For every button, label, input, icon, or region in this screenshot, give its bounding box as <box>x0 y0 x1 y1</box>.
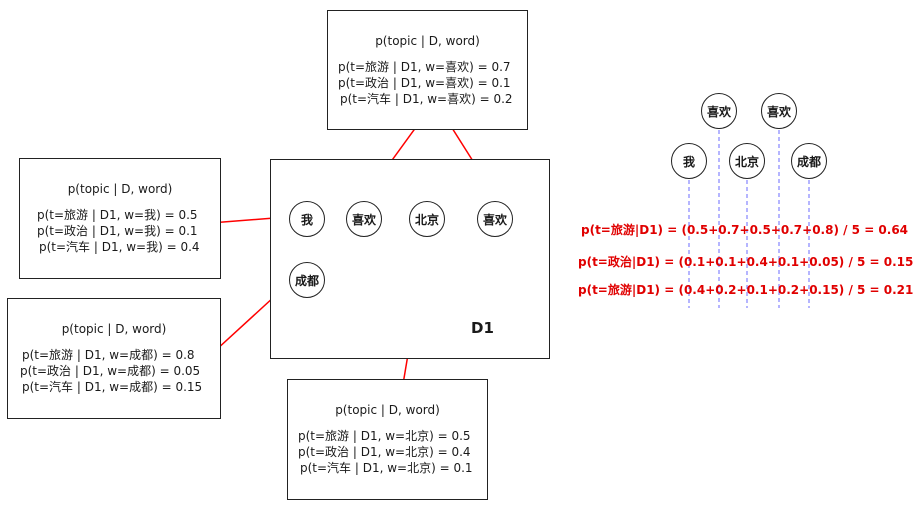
prob-line: p(t=汽车 | D1, w=喜欢) = 0.2 <box>340 92 513 106</box>
prob-line: p(t=旅游 | D1, w=成都) = 0.8 <box>22 348 195 362</box>
prob-line: p(t=政治 | D1, w=喜欢) = 0.1 <box>338 76 511 90</box>
formula-1: p(t=旅游|D1) = (0.5+0.7+0.5+0.7+0.8) / 5 =… <box>581 223 909 237</box>
box-title: p(topic | D, word) <box>61 322 167 336</box>
word-node-beijing: 北京 <box>409 201 445 237</box>
word-node-chengdu: 成都 <box>289 262 325 298</box>
right-node-chengdu: 成都 <box>791 143 827 179</box>
box-title: p(topic | D, word) <box>67 182 173 196</box>
box-title: p(topic | D, word) <box>335 403 440 417</box>
document-box <box>270 159 550 359</box>
prob-line: p(t=政治 | D1, w=成都) = 0.05 <box>20 364 201 378</box>
word-node-wo: 我 <box>289 201 325 237</box>
formula-3: p(t=旅游|D1) = (0.4+0.2+0.1+0.2+0.15) / 5 … <box>578 283 913 297</box>
prob-line: p(t=旅游 | D1, w=北京) = 0.5 <box>298 429 471 443</box>
right-node-wo: 我 <box>671 143 707 179</box>
word-node-xihuan-2: 喜欢 <box>477 201 513 237</box>
prob-line: p(t=旅游 | D1, w=喜欢) = 0.7 <box>338 60 511 74</box>
box-title: p(topic | D, word) <box>375 34 480 48</box>
right-node-xihuan-2: 喜欢 <box>761 93 797 129</box>
right-node-beijing: 北京 <box>729 143 765 179</box>
word-node-xihuan-1: 喜欢 <box>346 201 382 237</box>
prob-line: p(t=汽车 | D1, w=北京) = 0.1 <box>300 461 473 475</box>
prob-line: p(t=旅游 | D1, w=我) = 0.5 <box>37 208 198 222</box>
topic-box-xihuan: p(topic | D, word) p(t=旅游 | D1, w=喜欢) = … <box>327 10 528 130</box>
topic-box-beijing: p(topic | D, word) p(t=旅游 | D1, w=北京) = … <box>287 379 488 500</box>
right-node-xihuan-1: 喜欢 <box>701 93 737 129</box>
prob-line: p(t=汽车 | D1, w=我) = 0.4 <box>39 240 200 254</box>
document-label: D1 <box>471 319 494 337</box>
prob-line: p(t=汽车 | D1, w=成都) = 0.15 <box>22 380 203 394</box>
prob-line: p(t=政治 | D1, w=北京) = 0.4 <box>298 445 471 459</box>
formula-2: p(t=政治|D1) = (0.1+0.1+0.4+0.1+0.05) / 5 … <box>578 255 913 269</box>
topic-box-wo: p(topic | D, word) p(t=旅游 | D1, w=我) = 0… <box>19 158 221 279</box>
prob-line: p(t=政治 | D1, w=我) = 0.1 <box>37 224 198 238</box>
topic-box-chengdu: p(topic | D, word) p(t=旅游 | D1, w=成都) = … <box>7 298 221 419</box>
